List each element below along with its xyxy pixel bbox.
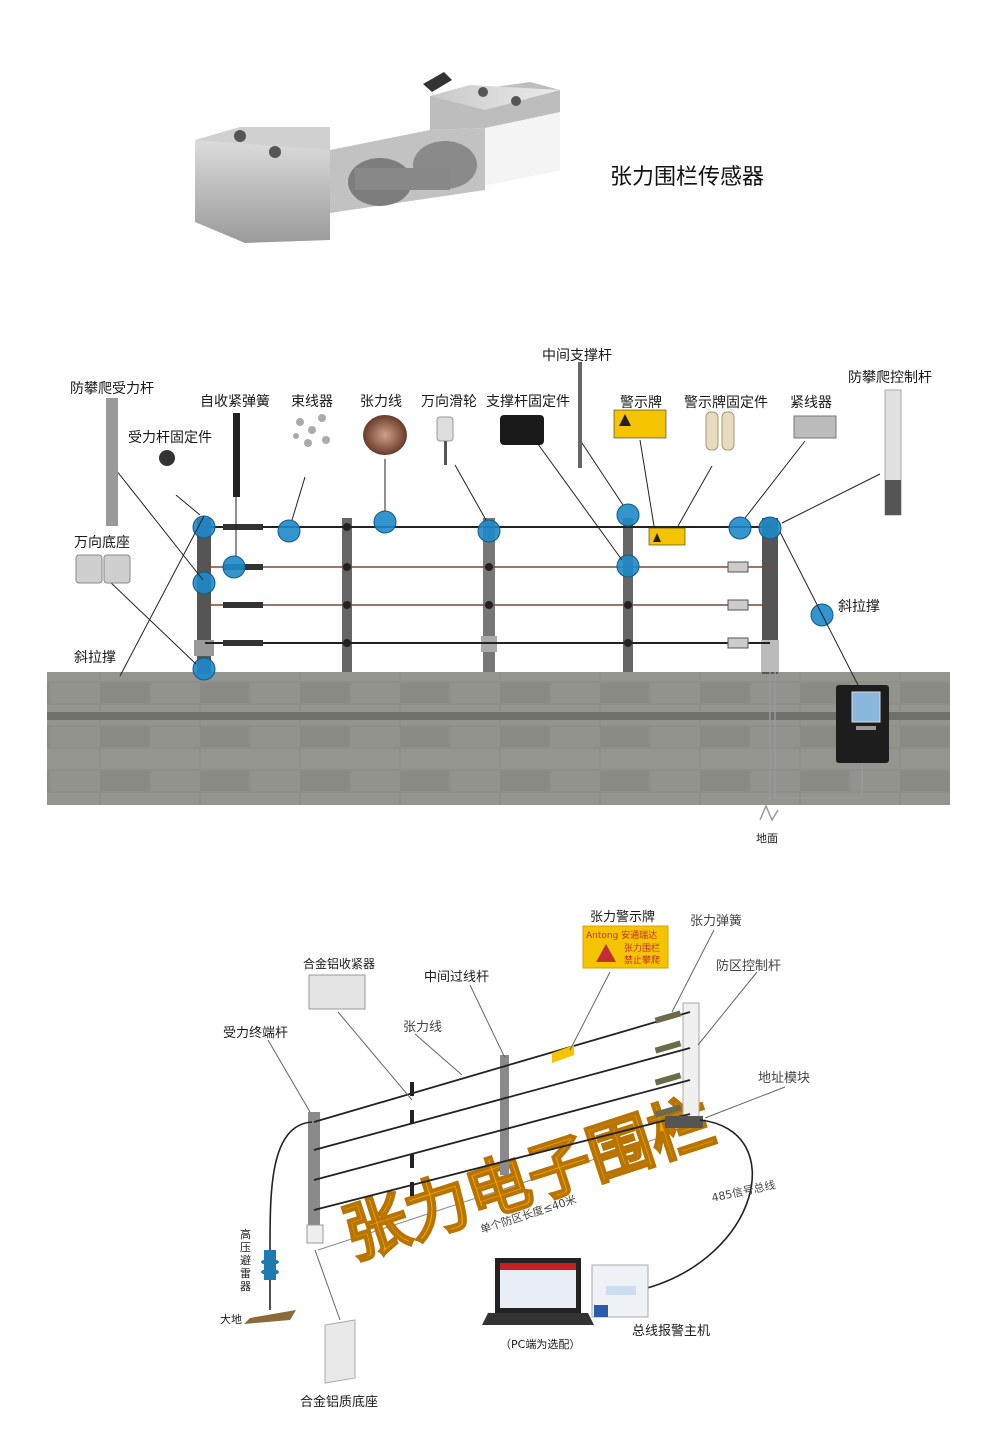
wire-coil-icon bbox=[363, 415, 407, 455]
controller-box bbox=[836, 685, 889, 763]
label-ground: 地面 bbox=[756, 832, 778, 845]
load-cell-image bbox=[195, 72, 560, 243]
label-force-pole-fixture: 受力杆固定件 bbox=[128, 430, 212, 446]
label-pc-optional: （PC端为选配） bbox=[500, 1338, 581, 1351]
label-warning-sign: 警示牌 bbox=[620, 395, 662, 411]
label-zone-control-pole: 防区控制杆 bbox=[716, 959, 782, 974]
label-diagonal-brace-left: 斜拉撑 bbox=[74, 650, 116, 666]
support-fixture-icon bbox=[500, 415, 544, 445]
system-leaders bbox=[267, 929, 786, 1321]
fence-posts bbox=[194, 518, 779, 674]
label-wire-bundler: 束线器 bbox=[291, 394, 333, 410]
label-tension-spring: 张力弹簧 bbox=[690, 914, 743, 929]
system-cables bbox=[269, 1119, 753, 1310]
label-tension-warning-sign: 张力警示牌 bbox=[590, 910, 656, 925]
lightning-arrester-icon bbox=[244, 1250, 296, 1324]
label-tension-wire: 张力线 bbox=[360, 394, 402, 410]
label-universal-base: 万向底座 bbox=[74, 535, 130, 551]
label-anti-climb-force-pole: 防攀爬受力杆 bbox=[70, 381, 154, 397]
label-middle-support-pole: 中间支撑杆 bbox=[542, 348, 612, 364]
label-tensioner: 紧线器 bbox=[790, 395, 832, 411]
label-alloy-tensioner: 合金铝收紧器 bbox=[303, 957, 376, 971]
system-springs bbox=[654, 1010, 682, 1118]
sign-line2-text: 禁止攀爬 bbox=[624, 956, 661, 966]
system-poles bbox=[306, 1002, 700, 1244]
fence-warning-sign bbox=[648, 527, 686, 546]
label-anti-climb-control-pole: 防攀爬控制杆 bbox=[848, 370, 932, 386]
pulley-icon bbox=[436, 416, 454, 442]
label-warning-sign-fixture: 警示牌固定件 bbox=[684, 395, 768, 411]
label-alloy-base: 合金铝质底座 bbox=[300, 1395, 379, 1410]
label-self-retract-spring: 自收紧弹簧 bbox=[200, 394, 270, 410]
small-wire-sign bbox=[552, 1045, 574, 1063]
label-support-pole-fixture: 支撑杆固定件 bbox=[486, 394, 570, 410]
spring-icon bbox=[233, 413, 240, 497]
label-earth: 大地 bbox=[220, 1313, 242, 1326]
label-address-module: 地址模块 bbox=[758, 1071, 811, 1086]
address-module-icon bbox=[665, 1116, 703, 1128]
wire-joints bbox=[343, 523, 632, 647]
wire-bundler-icon bbox=[293, 414, 330, 447]
leader-lines bbox=[107, 439, 881, 686]
universal-base-icon bbox=[75, 554, 131, 584]
alloy-base-icon bbox=[324, 1319, 356, 1384]
component-icons bbox=[75, 362, 902, 584]
zone-length-line bbox=[317, 1134, 669, 1251]
label-bus-alarm-host: 总线报警主机 bbox=[632, 1324, 711, 1339]
tension-warning-sign-icon bbox=[582, 925, 669, 969]
system-wires bbox=[313, 1011, 691, 1211]
blue-markers bbox=[192, 503, 834, 681]
ground-cable bbox=[759, 672, 863, 822]
wall bbox=[47, 672, 950, 805]
fixture-icon bbox=[159, 450, 175, 466]
force-pole-icon bbox=[106, 398, 118, 526]
label-force-end-pole: 受力终端杆 bbox=[223, 1026, 289, 1041]
alarm-host-icon bbox=[591, 1264, 649, 1318]
label-diagonal-brace-right: 斜拉撑 bbox=[838, 599, 880, 615]
label-lightning-arrester: 高压避雷器 bbox=[240, 1228, 251, 1293]
label-tension-wire-sys: 张力线 bbox=[403, 1020, 443, 1035]
laptop-icon bbox=[482, 1258, 594, 1325]
product-title: 张力围栏传感器 bbox=[610, 165, 765, 190]
tensioner-icon bbox=[793, 415, 837, 439]
label-universal-pulley: 万向滑轮 bbox=[421, 394, 477, 410]
sign-fixture-icon bbox=[705, 411, 735, 451]
insulators bbox=[410, 1082, 414, 1196]
middle-pole-icon bbox=[578, 362, 582, 468]
sign-line1-text: 张力围栏 bbox=[624, 944, 661, 954]
sign-brand-text: Antong 安通瑞达 bbox=[586, 931, 658, 941]
label-middle-pass-pole: 中间过线杆 bbox=[424, 970, 490, 985]
alloy-tensioner-icon bbox=[308, 974, 366, 1010]
